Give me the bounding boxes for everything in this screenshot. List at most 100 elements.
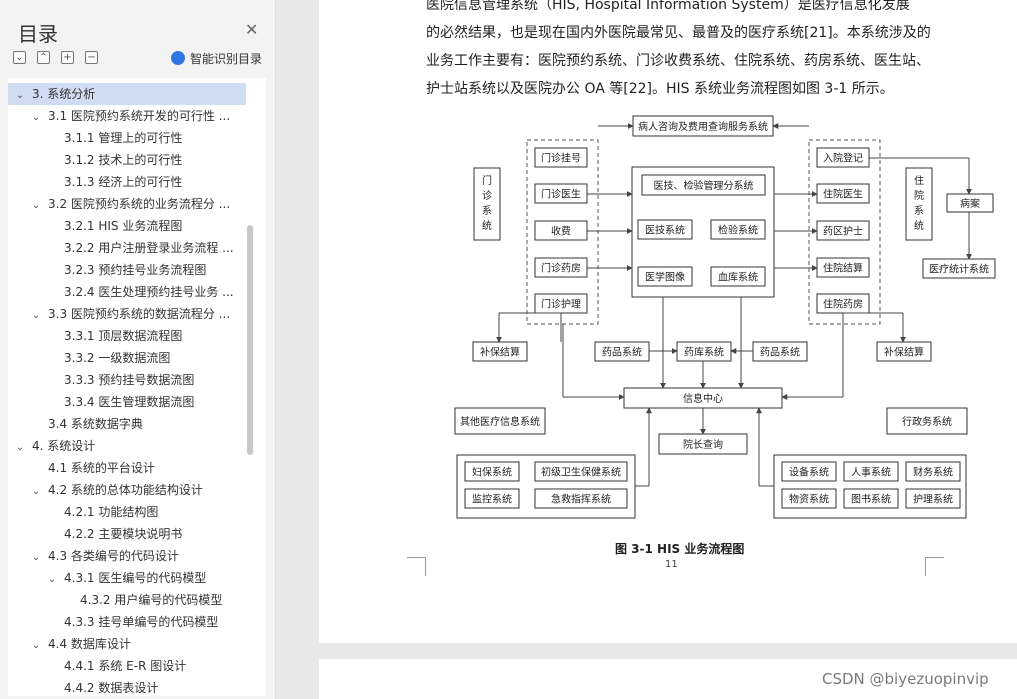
svg-text:系: 系 [482, 205, 492, 217]
bottom-node-label: 妇保系统 [472, 466, 512, 479]
toc-item-label: 3.2.2 用户注册登录业务流程 ... [64, 241, 234, 255]
toc-item[interactable]: 3.1.1 管理上的可行性 [8, 127, 246, 149]
toc-item-label: 4.3.2 用户编号的代码模型 [80, 593, 223, 607]
toc-item[interactable]: 4.1 系统的平台设计 [8, 457, 246, 479]
bottom-node-box [905, 488, 961, 509]
bottom-node-box [905, 461, 961, 482]
toc-item-label: 3.1 医院预约系统开发的可行性 ... [48, 109, 231, 123]
add-heading-icon[interactable]: + [61, 51, 74, 64]
insurance-node-label: 补保结算 [480, 346, 520, 359]
center-node-box [637, 219, 693, 240]
toc-item[interactable]: 4.4.2 数据表设计 [8, 677, 246, 696]
toc-item-label: 4.4.1 系统 E-R 图设计 [64, 659, 187, 673]
his-flow-diagram: 病人咨询及费用查询服务系统门诊系统住院系统门诊挂号门诊医生收费门诊药房门诊护理入… [454, 115, 996, 519]
center-node-box [710, 266, 766, 287]
collapse-all-icon[interactable]: ⌃ [37, 51, 50, 64]
svg-text:诊: 诊 [482, 189, 492, 202]
chevron-down-icon[interactable]: ⌄ [31, 486, 41, 497]
chevron-down-icon[interactable]: ⌄ [31, 640, 41, 651]
document-page: 医院信息管理系统（HIS, Hospital Information Syste… [319, 0, 1017, 643]
toc-item-label: 4.2 系统的总体功能结构设计 [48, 483, 203, 497]
chevron-down-icon[interactable]: ⌄ [31, 200, 41, 211]
toc-item[interactable]: 4.2.2 主要模块说明书 [8, 523, 246, 545]
other-medical-box [454, 407, 546, 435]
bottom-node-label: 监控系统 [472, 493, 512, 506]
toc-item[interactable]: 3.3.2 一级数据流图 [8, 347, 246, 369]
toc-item-label: 3.3.4 医生管理数据流图 [64, 395, 195, 409]
toc-item-label: 4.2.1 功能结构图 [64, 505, 159, 519]
chevron-down-icon[interactable]: ⌄ [31, 310, 41, 321]
toc-item[interactable]: ⌄3.2 医院预约系统的业务流程分 ... [8, 193, 246, 215]
chevron-down-icon[interactable]: ⌄ [47, 574, 57, 585]
toc-item[interactable]: 3.1.2 技术上的可行性 [8, 149, 246, 171]
toc-item[interactable]: ⌄3. 系统分析 [8, 83, 246, 105]
body-line-1: 医院信息管理系统（HIS, Hospital Information Syste… [426, 0, 910, 13]
toc-item[interactable]: 3.2.4 医生处理预约挂号业务 ... [8, 281, 246, 303]
remove-heading-icon[interactable]: − [85, 51, 98, 64]
toc-item[interactable]: 4.3.2 用户编号的代码模型 [8, 589, 246, 611]
toc-item-label: 4. 系统设计 [32, 439, 96, 453]
bottom-node-box [464, 488, 520, 509]
toc-item[interactable]: 3.4 系统数据字典 [8, 413, 246, 435]
toc-item[interactable]: ⌄4.3.1 医生编号的代码模型 [8, 567, 246, 589]
toc-item[interactable]: ⌄ 4. 系统设计 [8, 435, 246, 457]
toc-item[interactable]: 3.3.3 预约挂号数据流图 [8, 369, 246, 391]
bottom-node-box [534, 488, 628, 509]
page-corner-mark [407, 557, 426, 576]
toc-item[interactable]: ⌄ 4.2 系统的总体功能结构设计 [8, 479, 246, 501]
insurance-node-label: 补保结算 [884, 346, 924, 359]
toc-scrollbar[interactable] [247, 225, 253, 455]
toc-item[interactable]: ⌄4.3 各类编号的代码设计 [8, 545, 246, 567]
toc-item[interactable]: 4.2.1 功能结构图 [8, 501, 246, 523]
inpatient-node-label: 入院登记 [823, 152, 863, 165]
toc-item[interactable]: 3.2.3 预约挂号业务流程图 [8, 259, 246, 281]
toc-item-label: 3.2.3 预约挂号业务流程图 [64, 263, 207, 277]
director-node-label: 院长查询 [683, 438, 723, 451]
outpatient-label-box [473, 167, 501, 241]
toc-item-label: 3.3 医院预约系统的数据流程分 ... [48, 307, 231, 321]
center-node-box [710, 219, 766, 240]
toc-panel: 目录 ✕ ⌄ ⌃ + − 智能识别目录 ⌄3. 系统分析⌄3.1 医院预约系统开… [0, 0, 276, 699]
chevron-down-icon[interactable]: ⌄ [15, 90, 25, 101]
next-page [319, 659, 1017, 699]
bottom-node-label: 财务系统 [913, 466, 953, 479]
toc-item[interactable]: 4.3.3 挂号单编号的代码模型 [8, 611, 246, 633]
smart-recognize-icon[interactable] [171, 51, 185, 65]
toc-item[interactable]: ⌄ 3.3 医院预约系统的数据流程分 ... [8, 303, 246, 325]
page-corner-mark [925, 557, 944, 576]
toc-item[interactable]: 3.3.1 顶层数据流程图 [8, 325, 246, 347]
drug-node-label: 药品系统 [760, 346, 800, 359]
toc-item[interactable]: 3.1.3 经济上的可行性 [8, 171, 246, 193]
toc-item[interactable]: 4.4.1 系统 E-R 图设计 [8, 655, 246, 677]
stats-node-label: 医疗统计系统 [929, 263, 989, 276]
toc-item-label: 3.1.2 技术上的可行性 [64, 153, 183, 167]
chevron-down-icon[interactable]: ⌄ [15, 442, 25, 453]
bottom-node-label: 护理系统 [913, 493, 953, 506]
chevron-down-icon[interactable]: ⌄ [31, 552, 41, 563]
smart-recognize-button[interactable]: 智能识别目录 [190, 52, 263, 66]
toc-item-label: 3.3.2 一级数据流图 [64, 351, 171, 365]
record-node-label: 病案 [960, 197, 980, 210]
bottom-node-label: 物资系统 [789, 493, 829, 506]
center-node-box [637, 266, 693, 287]
toc-item-label: 3.2.4 医生处理预约挂号业务 ... [64, 285, 234, 299]
toc-item[interactable]: ⌄4.4 数据库设计 [8, 633, 246, 655]
bottom-node-label: 设备系统 [789, 466, 829, 479]
svg-text:系: 系 [914, 205, 924, 217]
toc-item[interactable]: ⌄ 3.1 医院预约系统开发的可行性 ... [8, 105, 246, 127]
toc-item-label: 4.1 系统的平台设计 [48, 461, 155, 475]
toc-item[interactable]: 3.3.4 医生管理数据流图 [8, 391, 246, 413]
expand-all-icon[interactable]: ⌄ [13, 51, 26, 64]
bottom-node-box [843, 461, 899, 482]
chevron-down-icon[interactable]: ⌄ [31, 112, 41, 123]
inpatient-label-box [905, 167, 933, 241]
center-node-label: 检验系统 [718, 224, 758, 237]
close-icon[interactable]: ✕ [245, 20, 259, 39]
toc-item[interactable]: 3.2.1 HIS 业务流程图 [8, 215, 246, 237]
toc-item[interactable]: 3.2.2 用户注册登录业务流程 ... [8, 237, 246, 259]
bottom-node-box [781, 461, 837, 482]
inpatient-node-label: 住院药房 [823, 298, 863, 311]
bottom-node-label: 人事系统 [851, 466, 891, 479]
other-medical-label: 其他医疗信息系统 [460, 415, 540, 428]
